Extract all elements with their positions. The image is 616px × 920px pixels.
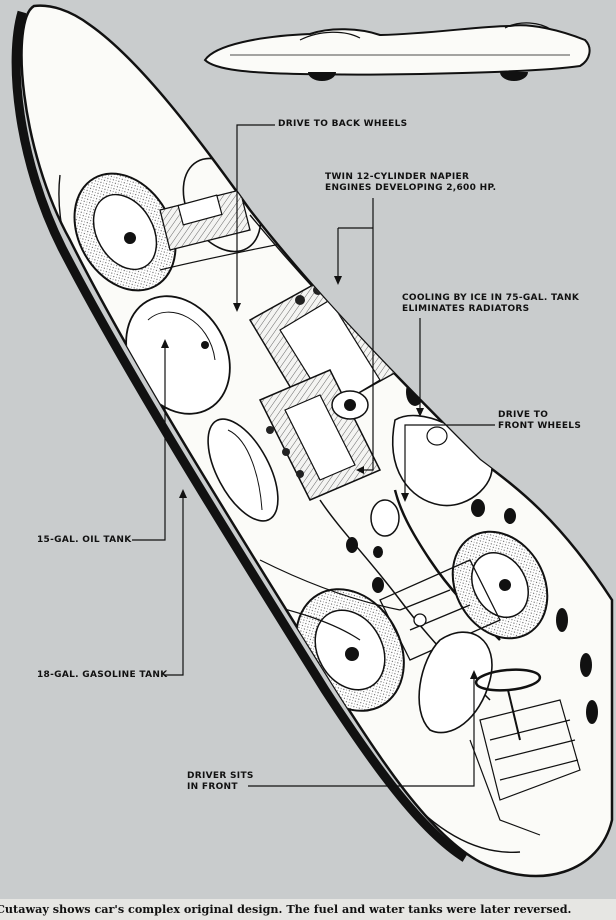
figure-caption: Cutaway shows car's complex original des…: [0, 899, 616, 920]
rear-wheel-upper: [73, 157, 262, 292]
front-suspension: [379, 559, 501, 661]
label-drive-to-front-wheels: DRIVE TO FRONT WHEELS: [498, 410, 581, 432]
label-cooling-line2: ELIMINATES RADIATORS: [402, 304, 530, 314]
label-drive-back-text: DRIVE TO BACK WHEELS: [278, 119, 408, 129]
label-twin-engines: TWIN 12-CYLINDER NAPIER ENGINES DEVELOPI…: [325, 172, 496, 194]
label-gasoline-tank-text: 18-GAL. GASOLINE TANK: [37, 670, 168, 680]
label-engines-line2: ENGINES DEVELOPING 2,600 HP.: [325, 183, 497, 193]
label-driver-sits-in-front: DRIVER SITS IN FRONT: [187, 771, 254, 793]
label-gasoline-tank: 18-GAL. GASOLINE TANK: [37, 670, 168, 681]
side-view-silhouette: [203, 22, 591, 81]
gasoline-tank: [207, 418, 279, 522]
label-driver-line2: IN FRONT: [187, 782, 238, 792]
steering-wheel: [474, 668, 542, 741]
leader-lines: [132, 124, 495, 787]
leader-arrowheads: [161, 276, 478, 679]
label-engines-line1: TWIN 12-CYLINDER NAPIER: [325, 172, 470, 182]
label-drive-front-line1: DRIVE TO: [498, 410, 549, 420]
front-wheel-right: [451, 530, 549, 640]
label-driver-line1: DRIVER SITS: [187, 771, 254, 781]
label-cooling-ice: COOLING BY ICE IN 75-GAL. TANK ELIMINATE…: [402, 293, 579, 315]
label-drive-to-back-wheels: DRIVE TO BACK WHEELS: [278, 119, 407, 130]
label-oil-tank-text: 15-GAL. OIL TANK: [37, 535, 132, 545]
body-shadow: [11, 10, 468, 862]
rear-axle: [159, 189, 301, 271]
oil-tank: [125, 295, 231, 415]
label-oil-tank: 15-GAL. OIL TANK: [37, 535, 131, 546]
label-cooling-line1: COOLING BY ICE IN 75-GAL. TANK: [402, 293, 580, 303]
label-drive-front-line2: FRONT WHEELS: [498, 421, 582, 431]
